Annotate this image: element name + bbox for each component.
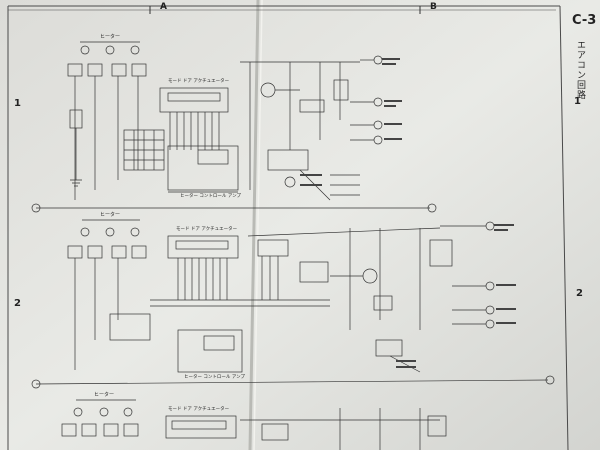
ground-icon <box>31 203 41 213</box>
heater-control-amp-label-1: ヒーター コントロール アンプ <box>180 192 242 199</box>
circle-terminal-icon <box>80 227 90 237</box>
mode-door-actuator-3 <box>165 415 237 439</box>
section-2-circuit: ヒーター モード ドア アクチュエーター ヒーター コントロール アンプ <box>31 211 555 389</box>
circle-terminal-icon <box>99 407 109 417</box>
row-label-2-right: 2 <box>576 288 583 299</box>
mode-door-actuator-label-1: モード ドア アクチュエーター <box>168 77 230 84</box>
circle-terminal-icon <box>130 227 140 237</box>
heater-label-2: ヒーター <box>100 211 120 218</box>
mode-door-actuator-label-3: モード ドア アクチュエーター <box>168 405 230 412</box>
row-label-2-left: 2 <box>14 298 21 309</box>
column-label-b: B <box>430 2 437 12</box>
ground-icon <box>427 203 437 213</box>
circle-terminal-icon <box>80 45 90 55</box>
row-markers: 1 2 1 2 <box>14 96 583 309</box>
section-1-circuit: ヒーター モード ドア アクチュエーター ヒーター コントロール <box>31 33 437 213</box>
paper-fold <box>248 0 260 450</box>
ground-icon <box>31 379 41 389</box>
row-label-1-left: 1 <box>14 98 21 109</box>
page-title: エアコン回路 <box>575 40 586 100</box>
column-label-a: A <box>160 2 167 12</box>
row-label-1-right: 1 <box>574 96 581 107</box>
heater-control-amp-1 <box>167 145 239 191</box>
ground-icon <box>545 375 555 385</box>
section-2-pin-labels <box>396 224 516 368</box>
mode-door-actuator-1 <box>159 87 229 113</box>
heater-control-amp-label-2: ヒーター コントロール アンプ <box>184 373 246 380</box>
heater-label-1: ヒーター <box>100 33 120 40</box>
heater-label-3: ヒーター <box>94 391 114 398</box>
page-header: C-3 エアコン回路 <box>572 13 596 100</box>
circle-terminal-icon <box>130 45 140 55</box>
circle-terminal-icon <box>105 45 115 55</box>
section-3-circuit: ヒーター モード ドア アクチュエーター <box>61 391 447 450</box>
circle-terminal-icon <box>123 407 133 417</box>
circle-terminal-icon <box>105 227 115 237</box>
circle-terminal-icon <box>73 407 83 417</box>
section-1-pin-labels <box>300 58 402 186</box>
page-code: C-3 <box>572 13 596 28</box>
heater-control-amp-2 <box>177 329 243 373</box>
mode-door-actuator-2 <box>167 235 239 259</box>
connector-block-icon <box>109 313 151 341</box>
column-markers: A B <box>149 2 437 14</box>
mode-door-actuator-label-2: モード ドア アクチュエーター <box>176 225 238 232</box>
sheet-frame <box>7 5 569 450</box>
